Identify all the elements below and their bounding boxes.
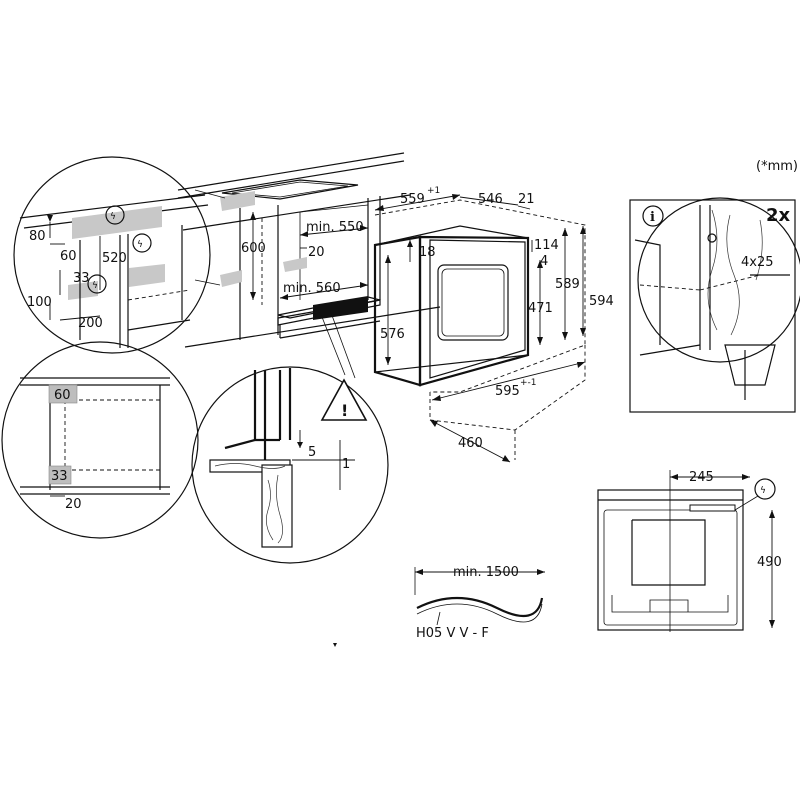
dim-576: 576: [380, 327, 405, 342]
dim-min-550: min. 550: [306, 220, 364, 235]
electric-icon: [132, 233, 152, 253]
svg-text:+-1: +-1: [520, 378, 537, 388]
dim-559: 559: [400, 192, 425, 207]
screw-label: 4x25: [741, 255, 774, 270]
dim-min-1500: min. 1500: [453, 565, 519, 580]
dim-520: 520: [102, 251, 127, 266]
dim-80: 80: [29, 229, 46, 244]
dim-471: 471: [528, 301, 553, 316]
dim-546: 546: [478, 192, 503, 207]
oven-isometric: [373, 199, 586, 460]
count-label: 2x: [766, 205, 791, 226]
svg-text:ϟ: ϟ: [110, 212, 116, 222]
electric-icon: [754, 478, 776, 500]
svg-text:ϟ: ϟ: [760, 486, 766, 496]
dim-5: 5: [308, 445, 316, 460]
dim-200: 200: [78, 316, 103, 331]
dim-60-corner: 60: [54, 388, 71, 403]
dim-60-top: 60: [60, 249, 77, 264]
dim-245: 245: [689, 470, 714, 485]
dim-21: 21: [518, 192, 535, 207]
dim-589: 589: [555, 277, 580, 292]
dim-18: 18: [419, 245, 436, 260]
dim-20-corner: 20: [65, 497, 82, 512]
dim-33-corner: 33: [51, 469, 68, 484]
cable-type: H05 V V - F: [416, 626, 489, 641]
oven-front-view: 245 ϟ 490: [597, 470, 782, 632]
electric-icon: [105, 205, 125, 225]
dim-600: 600: [241, 241, 266, 256]
dim-20-cabinet: 20: [308, 245, 325, 260]
units-note: (*mm): [756, 159, 798, 174]
svg-text:ϟ: ϟ: [137, 240, 143, 250]
warning-icon: [320, 378, 368, 421]
info-panel: i 2x 4x25: [629, 197, 800, 413]
svg-text:i: i: [650, 210, 655, 225]
svg-text:ϟ: ϟ: [92, 281, 98, 291]
cabinet-dimensions: 600 min. 550 20 min. 560: [241, 212, 369, 300]
dim-114: 114: [534, 238, 559, 253]
dim-4: 4: [540, 254, 548, 269]
detail-circle-mounting: 5 1 !: [191, 309, 389, 564]
svg-text:+1: +1: [427, 186, 440, 196]
dim-595: 595: [495, 384, 520, 399]
info-icon: [642, 205, 664, 227]
dim-594: 594: [589, 294, 614, 309]
dim-460: 460: [458, 436, 483, 451]
oven-dimensions: 559 +1 546 21 18 114 4 589 594 576: [374, 186, 614, 463]
electric-icon: [87, 274, 107, 294]
svg-text:!: !: [341, 401, 348, 420]
detail-circle-top-left: 80 60 520 33 100 200 ϟ ϟ ϟ: [13, 156, 226, 354]
kitchen-cabinet: [177, 152, 441, 348]
dim-1: 1: [342, 457, 350, 472]
dim-33-top: 33: [73, 271, 90, 286]
power-cable: min. 1500 H05 V V - F: [414, 565, 545, 641]
dim-490: 490: [757, 555, 782, 570]
corner-detail: 60 33 20: [1, 341, 199, 539]
dim-100: 100: [27, 295, 52, 310]
dim-min-560: min. 560: [283, 281, 341, 296]
